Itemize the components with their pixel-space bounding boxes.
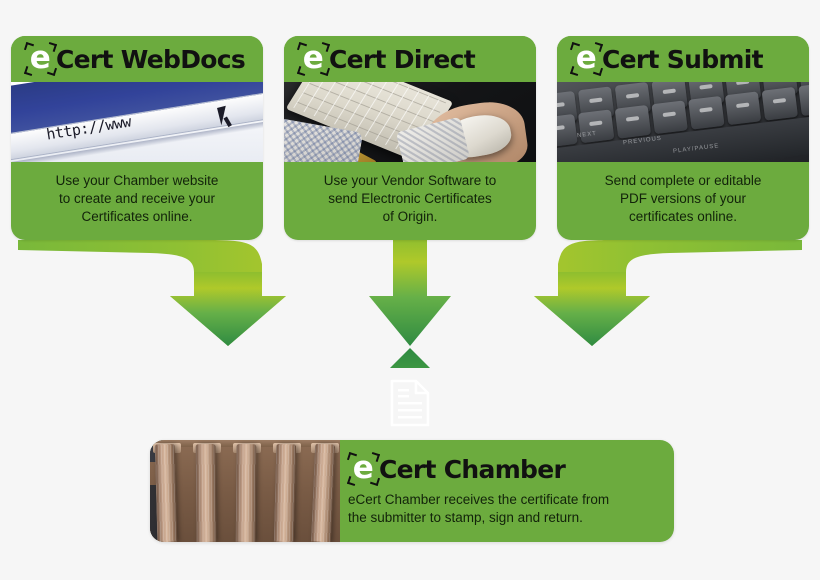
card-ecert-chamber[interactable]: e Cert Chamber eCert Chamber receives th… [150, 440, 674, 542]
card-header: e Cert Submit [557, 36, 809, 82]
card-ecert-submit[interactable]: e Cert Submit NEXT PREVIOUS PLAY/PAUSE S… [557, 36, 809, 241]
bottom-card-header: e Cert Chamber [346, 449, 656, 487]
arrow-left-stem-shade [170, 272, 286, 346]
card-ecert-webdocs[interactable]: e Cert WebDocs http://www Use your Chamb… [11, 36, 263, 241]
arrow-right-stem-shade [534, 272, 650, 346]
chamber-building-columns-photo [150, 440, 340, 542]
logo-letter: e [352, 449, 374, 486]
card-description: Send complete or editable PDF versions o… [604, 173, 762, 225]
card-description: Use your Chamber website to create and r… [55, 173, 219, 225]
bottom-card-description: eCert Chamber receives the certificate f… [348, 492, 610, 526]
card-ecert-direct[interactable]: e Cert Direct Use your Vendor Software t… [284, 36, 536, 241]
card-title: Cert Direct [329, 44, 476, 74]
bottom-card-text: e Cert Chamber eCert Chamber receives th… [340, 440, 674, 542]
logo-letter: e [575, 39, 597, 76]
flow-arrows [18, 238, 802, 368]
card-description: Use your Vendor Software to send Electro… [323, 173, 497, 225]
laptop-keyboard-photo: NEXT PREVIOUS PLAY/PAUSE [557, 82, 809, 162]
logo-letter: e [29, 39, 51, 76]
ecert-e-logo-icon: e [346, 449, 381, 487]
ecert-e-logo-icon: e [23, 39, 58, 77]
card-header: e Cert Direct [284, 36, 536, 82]
bottom-card-title: Cert Chamber [379, 454, 566, 484]
card-title: Cert Submit [602, 44, 764, 74]
logo-letter: e [302, 39, 324, 76]
browser-address-bar-photo: http://www [11, 82, 263, 162]
document-icon [390, 379, 430, 427]
ecert-e-logo-icon: e [569, 39, 604, 77]
ecert-e-logo-icon: e [296, 39, 331, 77]
keyboard-and-mouse-photo [284, 82, 536, 162]
arrow-path-center [369, 238, 451, 346]
arrow-path-up [390, 348, 430, 368]
card-header: e Cert WebDocs [11, 36, 263, 82]
card-title: Cert WebDocs [56, 44, 246, 74]
